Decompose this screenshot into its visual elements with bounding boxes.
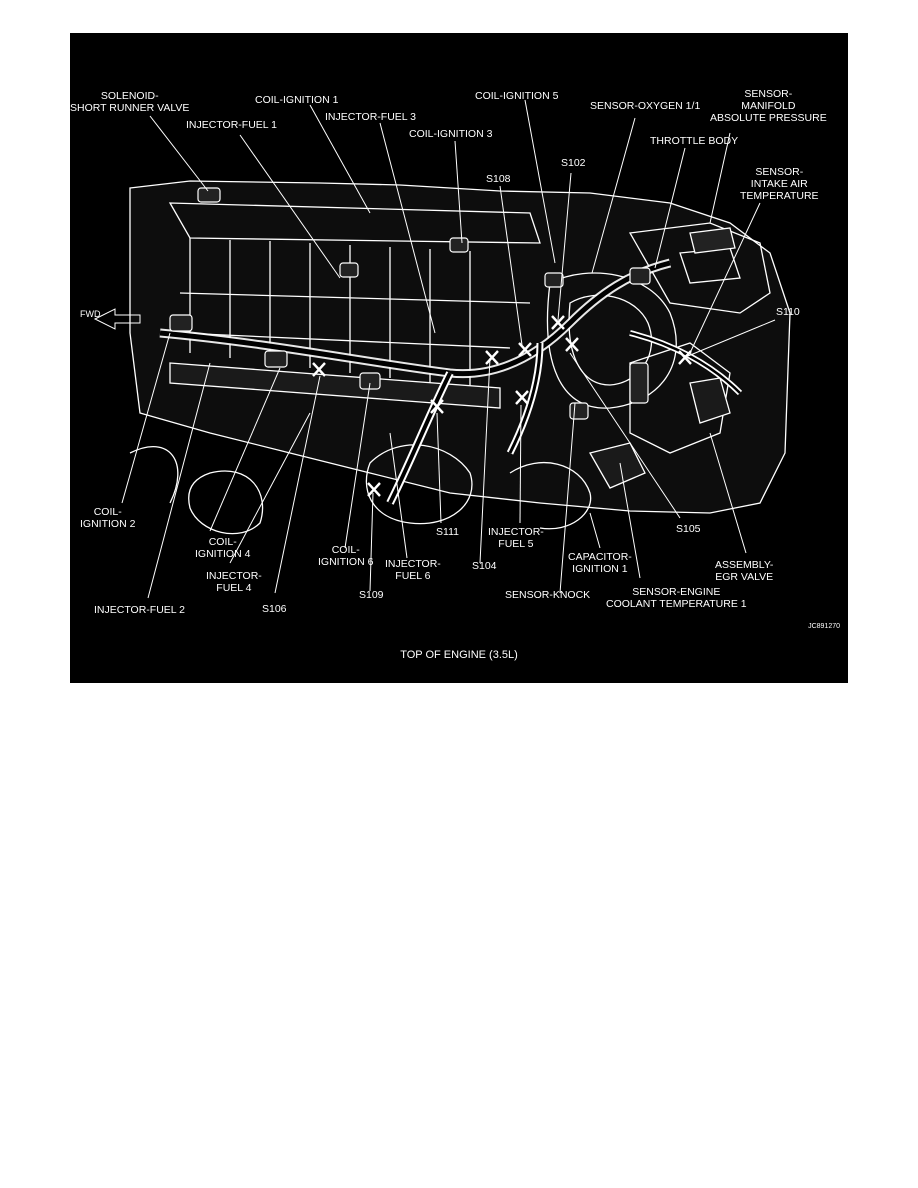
label-s110: S110 [776,306,800,318]
label-throttle-body: THROTTLE BODY [650,135,739,147]
splice-marks [312,315,692,497]
leader-lines [93,99,776,599]
label-coil-ignition-1: COIL-IGNITION 1 [255,94,339,106]
label-sensor-ect: SENSOR-ENGINE COOLANT TEMPERATURE 1 [606,586,747,610]
wiring-harness [159,258,743,505]
label-s108: S108 [486,173,511,185]
label-s109: S109 [359,589,384,601]
label-sensor-iat: SENSOR- INTAKE AIR TEMPERATURE [740,166,819,202]
label-sensor-knock: SENSOR-KNOCK [505,589,591,601]
label-injector-fuel-3: INJECTOR-FUEL 3 [325,111,417,123]
label-coil-ignition-4: COIL- IGNITION 4 [195,536,251,560]
label-coil-ignition-6: COIL- IGNITION 6 [318,544,374,568]
connectors [169,187,651,420]
label-s106: S106 [262,603,287,615]
label-coil-ignition-3: COIL-IGNITION 3 [409,128,493,140]
label-injector-fuel-6: INJECTOR- FUEL 6 [385,558,441,582]
label-solenoid: SOLENOID- SHORT RUNNER VALVE [70,90,190,114]
label-s105: S105 [676,523,701,535]
figure-code: JC891270 [808,623,840,630]
label-sensor-oxygen: SENSOR-OXYGEN 1/1 [590,100,701,112]
label-s111: S111 [436,526,459,538]
label-coil-ignition-5: COIL-IGNITION 5 [475,90,559,102]
engine-illustration [93,99,791,599]
label-injector-fuel-4: INJECTOR- FUEL 4 [206,570,262,594]
label-injector-fuel-1: INJECTOR-FUEL 1 [186,119,278,131]
engine-diagram: FWD SOLENOID- SHORT RUNNER VALVE COIL-IG… [70,33,848,683]
label-injector-fuel-2: INJECTOR-FUEL 2 [94,604,186,616]
label-capacitor-ignition-1: CAPACITOR- IGNITION 1 [568,551,632,575]
label-sensor-map: SENSOR- MANIFOLD ABSOLUTE PRESSURE [710,88,827,124]
fwd-arrow-label: FWD [80,309,101,319]
label-injector-fuel-5: INJECTOR- FUEL 5 [488,526,544,550]
figure-caption: TOP OF ENGINE (3.5L) [400,649,518,661]
label-coil-ignition-2: COIL- IGNITION 2 [80,506,136,530]
label-egr-valve: ASSEMBLY- EGR VALVE [715,559,774,583]
label-s104: S104 [472,560,497,572]
label-s102: S102 [561,157,586,169]
